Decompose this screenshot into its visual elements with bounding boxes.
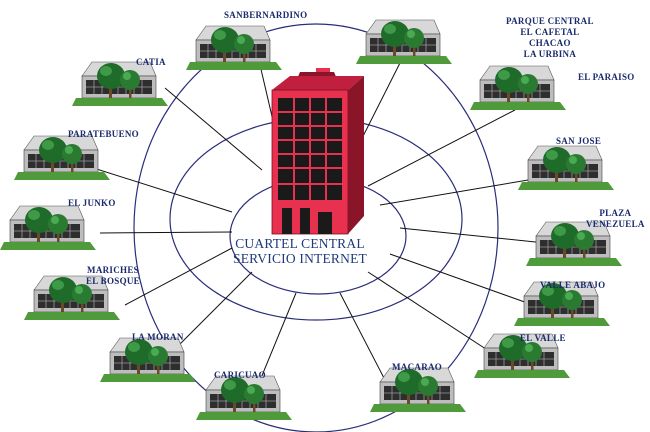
office-building-icon xyxy=(355,19,453,65)
node-label-sanbernardino: SANBERNARDINO xyxy=(224,10,308,20)
office-building-icon xyxy=(99,337,197,383)
outer-ring xyxy=(133,23,499,432)
office-building-icon xyxy=(195,375,293,421)
node-label-plaza-venezuela: PLAZA VENEZUELA xyxy=(586,208,645,229)
office-building-icon xyxy=(0,205,97,251)
node-label-macarao: MACARAO xyxy=(392,362,443,372)
hub-label: CUARTEL CENTRAL SERVICIO INTERNET xyxy=(233,236,367,266)
node-label-san-jose: SAN JOSE xyxy=(556,136,602,146)
node-label-valle-abajo: VALLE ABAJO xyxy=(540,280,606,290)
node-label-catia: CATIA xyxy=(136,57,166,67)
node-label-parque-central: PARQUE CENTRAL EL CAFETAL CHACAO LA URBI… xyxy=(506,16,594,59)
node-label-mariches: MARICHES EL BOSQUE xyxy=(86,265,140,286)
headquarters-building-icon xyxy=(271,68,364,235)
node-label-el-paraiso: EL PARAISO xyxy=(578,72,635,82)
node-label-el-valle: EL VALLE xyxy=(520,333,566,343)
office-building-icon xyxy=(13,135,111,181)
node-label-el-junko: EL JUNKO xyxy=(68,198,116,208)
office-building-icon xyxy=(517,145,615,191)
node-label-la-moran: LA MORAN xyxy=(132,332,184,342)
node-label-paratebueno: PARATEBUENO xyxy=(68,129,139,139)
office-building-icon xyxy=(71,61,169,107)
office-building-icon xyxy=(469,65,567,111)
office-building-icon xyxy=(185,25,283,71)
office-building-icon xyxy=(369,367,467,413)
node-label-caricuao: CARICUAO xyxy=(214,370,266,380)
